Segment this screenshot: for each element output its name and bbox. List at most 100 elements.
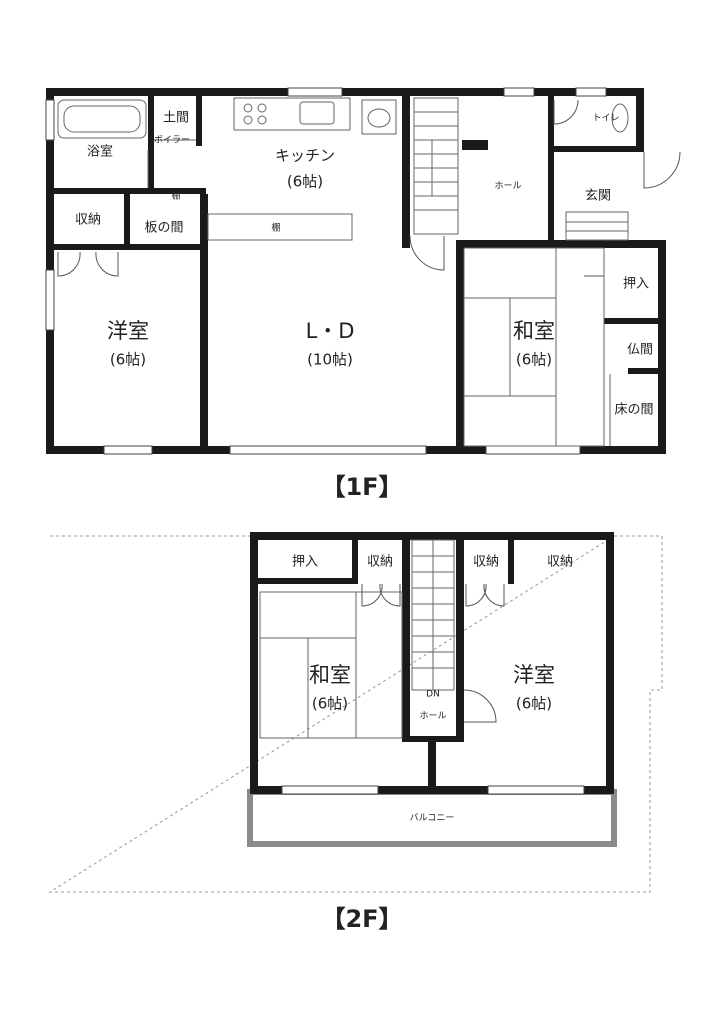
room-label-hall-2f: ホール (419, 711, 446, 722)
room-label-kitchen: キッチン (275, 147, 335, 165)
floor-label-1f: 【1F】 (321, 473, 402, 501)
room-label-western-2f-size: (6帖) (516, 695, 552, 713)
wall-2f-closet-divider (352, 532, 358, 584)
room-label-japanese-2f-size: (6帖) (312, 695, 348, 713)
room-label-japanese-1f-size: (6帖) (516, 351, 552, 369)
window-ld (229, 445, 427, 455)
balcony (247, 789, 617, 847)
wall-1f-entrance-south (556, 240, 666, 248)
wall-2f-north (250, 532, 614, 540)
wall-stair-post (462, 140, 488, 150)
room-label-closet-1f: 押入 (623, 277, 649, 292)
wall-butsuma-south (628, 368, 666, 374)
closet-door (584, 256, 605, 296)
kitchen-counter (233, 97, 351, 131)
wall-western-ld (200, 194, 208, 454)
wall-1f-north-left (46, 88, 406, 96)
entrance-door (643, 151, 681, 189)
room-label-closet-2f: 押入 (292, 555, 318, 570)
room-label-shelf-2: 棚 (271, 222, 280, 234)
wall-2f-stair-east (456, 532, 464, 742)
room-label-butsuma: 仏間 (627, 343, 653, 358)
wall-2f-south (250, 786, 614, 794)
toilet-door (553, 99, 579, 125)
room-label-storage-2f-3: 収納 (547, 555, 573, 570)
kitchen-sink (299, 101, 335, 125)
wall-bath-south (46, 188, 206, 194)
wall-2f-center (428, 736, 436, 788)
wall-toilet-south (548, 146, 644, 152)
bathtub-inner (63, 105, 141, 133)
wall-1f-east-lower (658, 240, 666, 454)
storage-door-2f-1 (361, 583, 401, 607)
room-label-japanese-2f: 和室 (309, 663, 351, 687)
floor-2-plan: 押入 収納 収納 収納 和室 (6帖) 洋室 (6帖) ホール DN バルコニー… (48, 532, 663, 933)
floor-1-plan: 浴室 土間 ボイラー キッチン (6帖) 棚 棚 収納 板の間 洋室 (6帖) … (45, 87, 681, 501)
shelf-counter (207, 213, 353, 241)
wall-doma-east (196, 96, 202, 146)
room-label-tokonoma: 床の間 (614, 403, 653, 418)
window-hall (503, 87, 535, 97)
wall-2f-closet-south (258, 578, 358, 584)
washbasin-bowl (367, 108, 391, 128)
room-label-western: 洋室 (107, 319, 149, 343)
room-label-bath: 浴室 (87, 144, 113, 160)
bathtub (57, 99, 147, 139)
window-western (103, 445, 153, 455)
stairs-1f (413, 97, 459, 235)
room-label-itanoma: 板の間 (144, 221, 183, 236)
washbasin (361, 99, 397, 135)
window-western-side (45, 269, 55, 331)
window-2f-japanese (281, 785, 379, 795)
room-label-japanese-1f: 和室 (513, 319, 555, 343)
stove-burner-3 (243, 115, 253, 125)
window-toilet (575, 87, 607, 97)
wall-2f-stair-west (402, 532, 410, 742)
wall-japanese-north (456, 240, 556, 248)
floor-label-2f: 【2F】 (321, 905, 402, 933)
window-bath (45, 99, 55, 141)
roof-outline (48, 535, 663, 893)
room-label-storage: 収納 (75, 213, 101, 228)
room-label-toilet: トイレ (592, 114, 619, 124)
room-label-balcony: バルコニー (410, 813, 455, 824)
wall-2f-east (606, 532, 614, 792)
wall-bath-east (148, 96, 154, 194)
tatami-1f (463, 247, 605, 447)
room-label-ld-size: (10帖) (307, 351, 353, 369)
room-label-hall-1f: ホール (494, 181, 521, 192)
stairs-dn-label: DN (426, 690, 440, 700)
ld-door-swing (409, 235, 445, 271)
room-label-entrance: 玄関 (585, 189, 611, 204)
wall-ld-japanese (456, 240, 464, 454)
room-label-shelf-1: 棚 (171, 190, 180, 202)
entrance-step (565, 211, 629, 241)
wall-storage-divider (124, 194, 130, 250)
wall-2f-storage-divider (508, 532, 514, 584)
wall-1f-east-top (636, 88, 644, 148)
wall-closet-south (604, 318, 666, 324)
storage-door-western (57, 251, 119, 277)
stairs-2f (411, 539, 455, 691)
toilet-bowl (611, 103, 629, 133)
room-label-storage-2f-1: 収納 (367, 555, 393, 570)
room-label-storage-2f-2: 収納 (473, 555, 499, 570)
room-label-boiler: ボイラー (154, 135, 190, 146)
window-japanese (485, 445, 581, 455)
room-label-kitchen-size: (6帖) (287, 173, 323, 191)
room-label-ld: L・D (306, 319, 355, 343)
room-label-western-2f: 洋室 (513, 663, 555, 687)
stove-burner-1 (243, 103, 253, 113)
window-kitchen (287, 87, 343, 97)
stove-burner-4 (257, 115, 267, 125)
room-label-western-size: (6帖) (110, 351, 146, 369)
window-2f-western (487, 785, 585, 795)
wall-2f-west (250, 532, 258, 792)
wall-hall-entrance (548, 96, 554, 246)
room-label-doma: 土間 (163, 111, 189, 126)
storage-door-2f-2 (465, 583, 505, 607)
wall-kitchen-stair (402, 88, 410, 248)
door-2f-western (463, 689, 497, 723)
stove-burner-2 (257, 103, 267, 113)
